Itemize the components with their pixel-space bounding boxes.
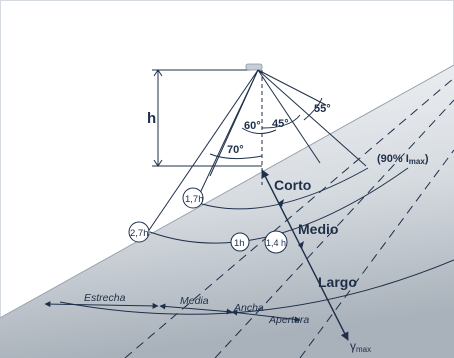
imax-prefix: (90% I <box>377 153 409 165</box>
angle-45-label: 45° <box>272 118 289 130</box>
beam-rays <box>144 69 367 237</box>
height-indicator <box>152 69 262 167</box>
corto-label: Corto <box>274 177 311 193</box>
medio-label: Medio <box>298 221 338 237</box>
imax-label: (90% Imax) <box>377 153 429 166</box>
ratio-1-label: 1h <box>234 238 245 249</box>
gamma-symbol: γ <box>350 339 356 353</box>
slope-surface <box>0 65 454 358</box>
gamma-max-arrow <box>261 169 349 341</box>
ratio-1-4-label: 1,4 h <box>266 238 286 248</box>
dashed-guide-lines <box>124 77 454 358</box>
angle-arcs <box>209 97 323 160</box>
largo-label: Largo <box>318 274 357 290</box>
gamma-sub: max <box>356 345 371 354</box>
media-label: Media <box>180 295 209 307</box>
angle-60-label: 60° <box>244 120 261 132</box>
angle-55-label: 55° <box>314 103 331 115</box>
angle-70-label: 70° <box>227 144 244 156</box>
aperture-arrows <box>44 301 301 323</box>
slope-edge <box>0 64 454 319</box>
ancha-label: Ancha <box>233 302 264 314</box>
apertura-label: Apertura <box>268 314 309 326</box>
imax-suffix: ) <box>425 153 429 165</box>
height-label: h <box>147 110 156 127</box>
ratio-circles <box>128 187 288 254</box>
ratio-1-7-label: 1,7h <box>185 194 204 205</box>
imax-sub: max <box>409 157 426 166</box>
ratio-2-7-label: 2,7h <box>130 228 149 239</box>
luminaire-head <box>245 63 263 71</box>
gamma-max-label: γmax <box>350 339 371 354</box>
estrecha-label: Estrecha <box>84 292 126 304</box>
